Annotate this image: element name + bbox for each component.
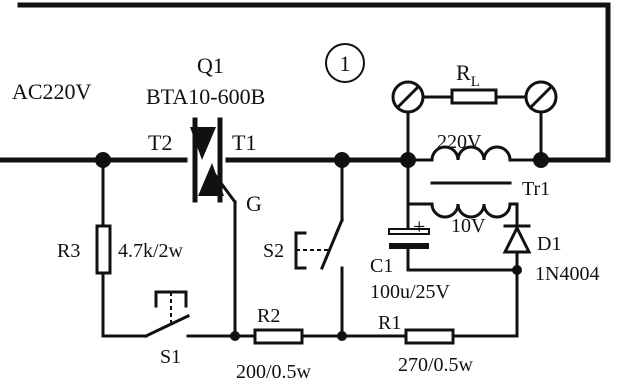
junction-dot: [95, 152, 111, 168]
secondary-voltage-label: 10V: [451, 215, 486, 237]
node-marker-label: 1: [340, 51, 351, 76]
gate-label: G: [246, 191, 262, 216]
node-marker: [325, 43, 365, 83]
junction-dot: [512, 265, 522, 275]
junction-dot: [334, 152, 350, 168]
c1-value-label: 100u/25V: [370, 281, 451, 303]
r1-value-label: 270/0.5w: [398, 354, 474, 376]
capacitor-c1: [388, 202, 519, 272]
rl-label: RL: [456, 60, 480, 90]
d1-name-label: D1: [537, 233, 561, 255]
rl-sub: L: [471, 74, 480, 90]
secondary-coil: [430, 202, 512, 219]
resistor-rl: [450, 88, 498, 105]
junction-dot: [230, 331, 240, 341]
t2-label: T2: [148, 130, 172, 155]
r1-name-label: R1: [378, 312, 401, 334]
r3-value-label: 4.7k/2w: [118, 240, 184, 262]
primary-coil: [430, 145, 512, 162]
capacitor-plus-sign: +: [413, 214, 425, 239]
resistor-r1: [404, 328, 455, 345]
ac-source-label: AC220V: [12, 79, 92, 104]
r3-s1-branch: [95, 158, 237, 338]
rl-main: R: [456, 60, 471, 85]
bottom-rail: [233, 328, 519, 345]
transformer-name-label: Tr1: [522, 178, 550, 200]
q1-part-label: BTA10-600B: [146, 84, 265, 109]
s2-label: S2: [263, 240, 284, 262]
junction-dot: [400, 152, 416, 168]
s1-label: S1: [160, 346, 181, 368]
t1-label: T1: [232, 130, 256, 155]
triac-q1: [190, 117, 238, 338]
s2-branch: [294, 158, 344, 338]
primary-voltage-label: 220V: [437, 131, 482, 153]
mains-wires: [0, 2, 611, 163]
junction-dot: [337, 331, 347, 341]
junction-dot: [533, 152, 549, 168]
r2-name-label: R2: [257, 305, 280, 327]
junctions: [95, 152, 549, 341]
c1-name-label: C1: [370, 255, 393, 277]
r2-value-label: 200/0.5w: [236, 361, 312, 383]
d1-part-label: 1N4004: [535, 263, 599, 285]
q1-name-label: Q1: [197, 53, 224, 78]
resistor-r3: [95, 224, 112, 275]
resistor-r2: [253, 328, 304, 345]
r3-name-label: R3: [57, 240, 80, 262]
